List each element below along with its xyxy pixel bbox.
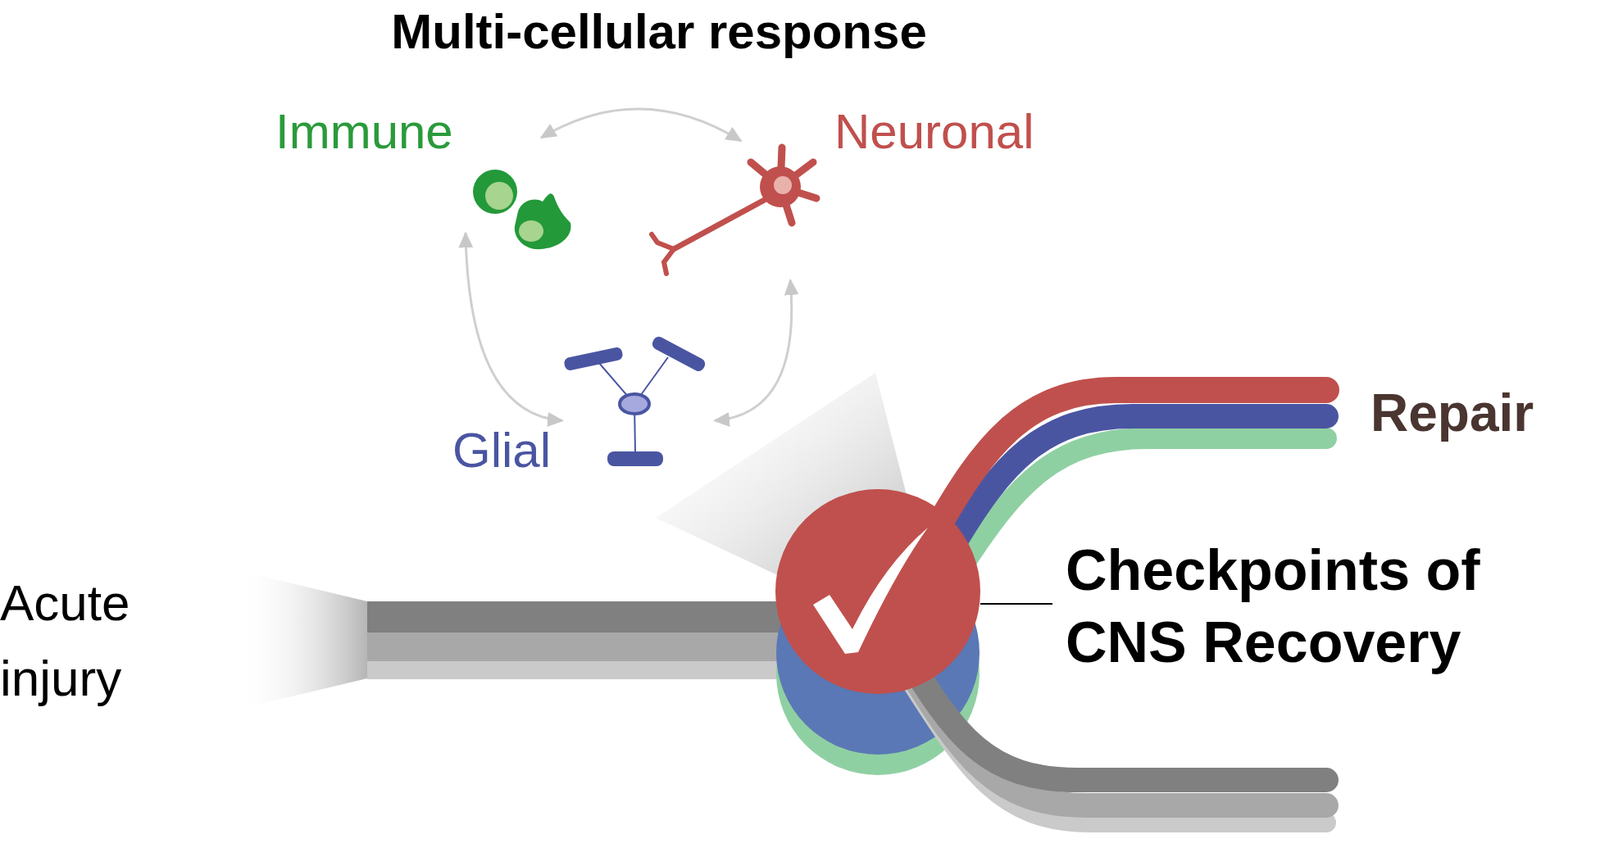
interaction-arrow — [465, 232, 563, 421]
cell-type-label: Immune — [275, 103, 454, 161]
outcome-label: Repair — [1370, 381, 1600, 445]
glial-cell — [563, 335, 708, 467]
cell-type-label: Neuronal — [834, 103, 1035, 161]
stage-label: Acute injury — [0, 565, 164, 717]
repair-band — [934, 390, 1327, 533]
cell-group: Neuronal — [647, 140, 824, 281]
cell-group: Immune — [465, 137, 573, 255]
interaction-arrow — [714, 280, 792, 421]
immune-cells — [472, 169, 572, 250]
leader-line — [980, 603, 1053, 605]
diagram-title: Multi-cellular response — [245, 3, 1073, 61]
neuron — [651, 147, 817, 274]
checkpoint-label: Checkpoints of CNS Recovery — [1065, 534, 1599, 679]
interaction-arrow — [540, 109, 741, 141]
check-mark — [813, 527, 928, 655]
checkpoint-circle — [775, 489, 981, 695]
cell-group: Glial — [562, 331, 715, 473]
cell-type-label: Glial — [452, 422, 551, 480]
injury-funnel — [240, 571, 368, 710]
